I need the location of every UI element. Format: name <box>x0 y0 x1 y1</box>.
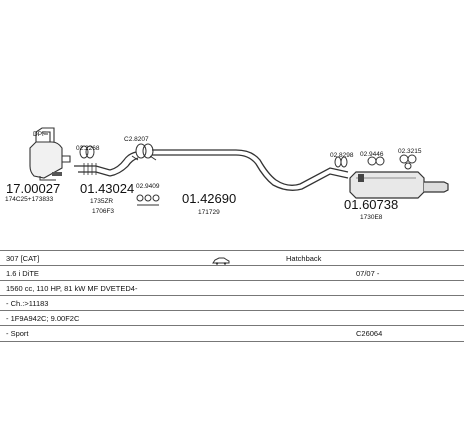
middle-pipe[interactable] <box>152 149 349 191</box>
dpf-unit[interactable] <box>29 127 71 181</box>
spec-power: 1560 cc, 110 HP, 81 kW MF DVETED4- <box>6 284 138 293</box>
spec-codes: - 1F9A942C; 9.00F2C <box>6 314 80 323</box>
dpf-ref: 174C25+173833 <box>5 196 54 203</box>
flexpipe-ref1: 1735ZR <box>90 198 113 205</box>
spec-chassis: - Ch.:>11183 <box>6 299 49 308</box>
flexpipe-ref2: 1706F3 <box>92 208 114 215</box>
spec-catalog-code: C26064 <box>356 329 383 338</box>
spec-row-power: 1560 cc, 110 HP, 81 kW MF DVETED4- <box>0 280 464 296</box>
rear-silencer-number: 01.60738 <box>344 197 398 212</box>
clamp-f-icon[interactable] <box>399 154 417 170</box>
clamp-a-icon[interactable] <box>79 145 95 159</box>
exhaust-system-diagram: DPF 02.2268 C2.8207 02.9409 02.8298 02.9… <box>5 127 449 221</box>
clamp-a-number: 02.2268 <box>76 145 100 152</box>
car-hatchback-icon <box>212 255 230 270</box>
spec-row-model: 307 [CAT] Hatchback <box>0 250 464 266</box>
clamp-c-number: 02.9409 <box>136 183 160 190</box>
front-pipe[interactable] <box>109 151 139 177</box>
spec-version: - Sport <box>6 329 29 338</box>
spec-row-chassis: - Ch.:>11183 <box>0 295 464 311</box>
spec-row-version: - Sport C26064 <box>0 325 464 342</box>
spec-year: 07/07 - <box>356 269 380 278</box>
spec-engine: 1.6 i DiTE <box>6 269 39 278</box>
flexpipe-number: 01.43024 <box>80 181 134 196</box>
clamp-e-icon[interactable] <box>367 156 385 166</box>
rear-silencer[interactable] <box>349 171 449 199</box>
spec-body-type: Hatchback <box>286 254 322 263</box>
spec-row-engine: 1.6 i DiTE 07/07 - <box>0 265 464 281</box>
dpf-number: 17.00027 <box>6 181 60 196</box>
flexpipe[interactable] <box>74 163 111 177</box>
middle-pipe-number: 01.42690 <box>182 191 236 206</box>
clamp-b-number: C2.8207 <box>124 136 149 143</box>
rear-silencer-ref: 1730E8 <box>360 214 383 221</box>
clamp-b-icon[interactable] <box>131 143 157 161</box>
clamp-d-number: 02.8298 <box>330 152 354 159</box>
clamp-e-number: 02.9446 <box>360 151 384 158</box>
dpf-label: DPF <box>33 131 46 138</box>
spec-model: 307 [CAT] <box>6 254 40 263</box>
clamp-f-number: 02.3215 <box>398 148 422 155</box>
spec-row-codes: - 1F9A942C; 9.00F2C <box>0 310 464 326</box>
clamp-c-icon[interactable] <box>136 194 160 206</box>
middle-pipe-ref: 171729 <box>198 209 220 216</box>
clamp-d-icon[interactable] <box>334 156 348 168</box>
